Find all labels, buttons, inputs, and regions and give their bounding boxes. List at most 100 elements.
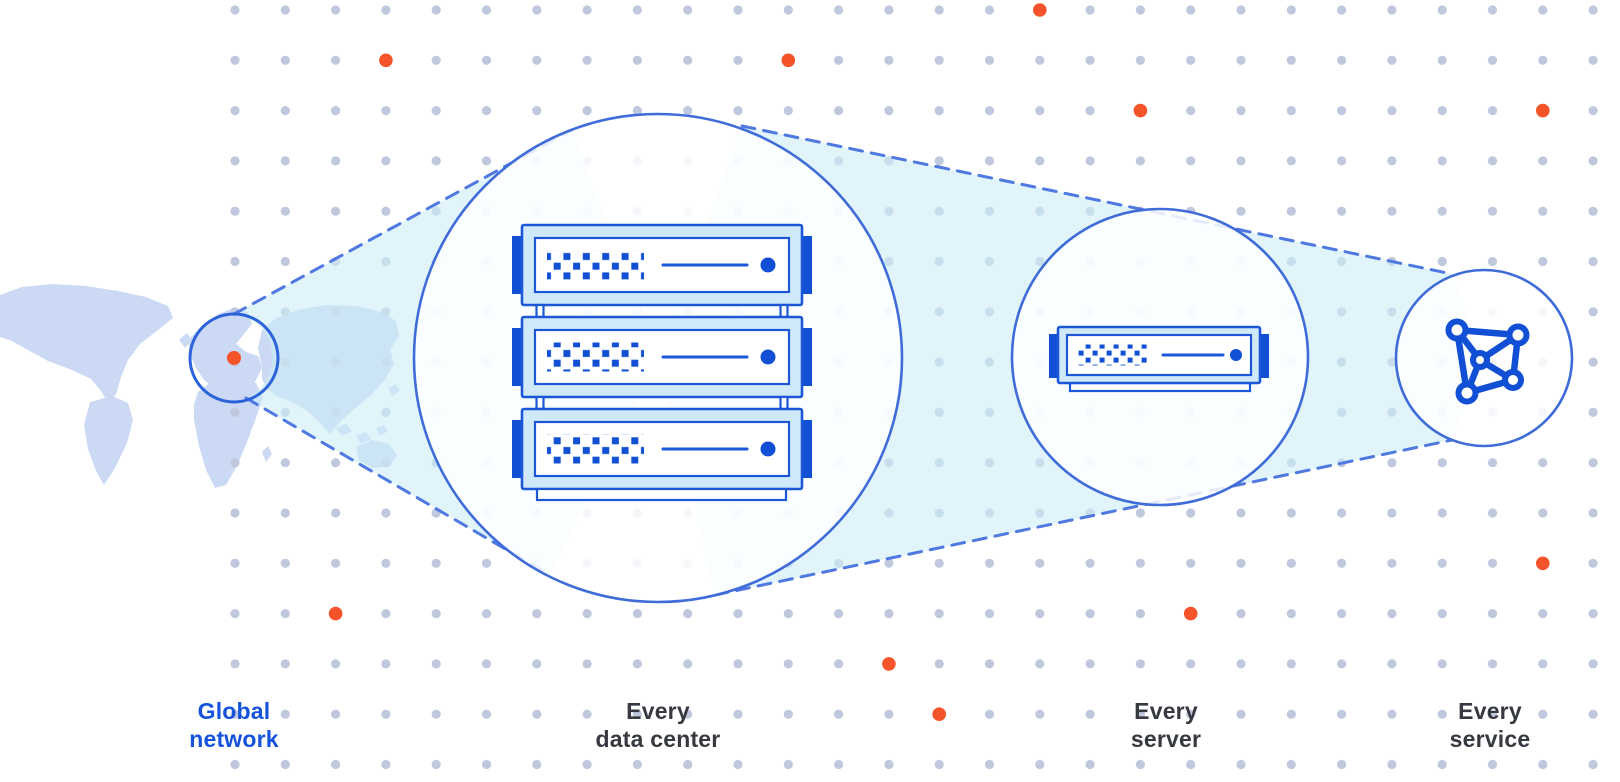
grid-dot xyxy=(683,709,693,719)
grid-dot xyxy=(1236,206,1246,216)
grid-dot xyxy=(1487,558,1498,568)
grid-dot xyxy=(1538,759,1548,770)
grid-dot xyxy=(1588,55,1598,65)
grid-dot xyxy=(733,55,743,65)
grid-dot xyxy=(1085,106,1095,116)
grid-dot xyxy=(230,759,240,770)
grid-dot xyxy=(1186,5,1196,15)
grid-dot xyxy=(934,609,944,619)
grid-dot xyxy=(934,156,944,166)
grid-dot xyxy=(884,5,894,15)
grid-dot xyxy=(1538,709,1548,719)
grid-dot xyxy=(1236,759,1246,770)
grid-dot xyxy=(632,759,643,770)
grid-dot xyxy=(1236,508,1246,518)
orange-dot xyxy=(1133,103,1148,118)
grid-dot xyxy=(280,558,290,568)
grid-dot xyxy=(1588,106,1598,116)
grid-dot xyxy=(331,508,341,518)
grid-dot xyxy=(1085,759,1095,770)
grid-dot xyxy=(1236,5,1246,15)
orange-dot xyxy=(781,53,796,68)
grid-dot xyxy=(1588,659,1598,669)
caption-line: service xyxy=(1449,726,1531,752)
grid-dot xyxy=(1236,659,1246,669)
grid-dot xyxy=(683,5,693,15)
grid-dot xyxy=(834,5,844,15)
grid-dot xyxy=(1337,659,1347,669)
grid-dot xyxy=(280,659,290,669)
grid-dot xyxy=(582,759,592,770)
grid-dot xyxy=(1035,659,1045,669)
grid-dot xyxy=(1186,659,1196,669)
grid-dot xyxy=(1588,307,1598,317)
grid-dot xyxy=(733,5,743,15)
grid-dot xyxy=(532,609,542,619)
grid-dot xyxy=(1035,106,1045,116)
grid-dot xyxy=(582,609,592,619)
grid-dot xyxy=(1387,709,1397,719)
grid-dot xyxy=(230,609,240,619)
grid-dot xyxy=(331,659,341,669)
grid-dot xyxy=(834,709,844,719)
grid-dot xyxy=(1387,55,1397,65)
grid-dot xyxy=(280,256,290,267)
grid-dot xyxy=(1437,759,1447,770)
grid-dot xyxy=(1236,55,1246,65)
grid-dot xyxy=(984,609,995,619)
grid-dot xyxy=(1437,458,1447,468)
grid-dot xyxy=(481,156,492,166)
grid-dot xyxy=(381,709,391,719)
continent-europe xyxy=(188,308,262,398)
grid-dot xyxy=(331,206,341,216)
dashed-line-lower-left xyxy=(244,396,552,577)
grid-dot xyxy=(481,709,492,719)
grid-dot xyxy=(280,5,290,15)
grid-dot xyxy=(884,709,894,719)
grid-dot xyxy=(1387,206,1397,216)
grid-dot xyxy=(1387,106,1397,116)
grid-dot xyxy=(1387,156,1397,166)
grid-dot xyxy=(1135,5,1145,15)
grid-dot xyxy=(331,106,341,116)
grid-dot xyxy=(1085,659,1095,669)
orange-dot xyxy=(1033,3,1047,17)
grid-dot xyxy=(1186,558,1196,568)
grid-dot xyxy=(381,156,391,166)
grid-dot xyxy=(1538,458,1548,468)
caption-every-server: Every server xyxy=(1036,697,1296,753)
grid-dot xyxy=(280,609,290,619)
grid-dot xyxy=(1135,609,1145,619)
grid-dot xyxy=(1286,156,1296,166)
grid-dot xyxy=(431,55,441,65)
grid-dot xyxy=(1487,5,1498,15)
grid-dot xyxy=(1286,659,1296,669)
caption-line: Every xyxy=(626,698,690,724)
grid-dot xyxy=(632,709,643,719)
grid-dot xyxy=(431,709,441,719)
orange-dot xyxy=(882,657,896,671)
network-graph-icon xyxy=(1445,318,1530,405)
grid-dot xyxy=(1538,156,1548,166)
grid-dot xyxy=(1387,5,1397,15)
grid-dot xyxy=(280,458,290,468)
caption-line: network xyxy=(189,726,279,752)
grid-dot xyxy=(884,55,894,65)
dashed-line-lower-right xyxy=(713,438,1454,597)
grid-dot xyxy=(1387,759,1397,770)
grid-dot xyxy=(1186,55,1196,65)
grid-dot xyxy=(1437,156,1447,166)
grid-dot xyxy=(934,55,944,65)
caption-every-service: Every service xyxy=(1360,697,1620,753)
grid-dot xyxy=(884,759,894,770)
grid-dot xyxy=(431,659,441,669)
grid-dot xyxy=(230,508,240,518)
grid-dot xyxy=(1437,609,1447,619)
grid-dot xyxy=(431,106,441,116)
orange-dot xyxy=(932,707,946,721)
caption-global-network: Global network xyxy=(104,697,364,753)
grid-dot xyxy=(1387,458,1397,468)
grid-dot xyxy=(230,458,240,468)
grid-dot xyxy=(532,5,542,15)
